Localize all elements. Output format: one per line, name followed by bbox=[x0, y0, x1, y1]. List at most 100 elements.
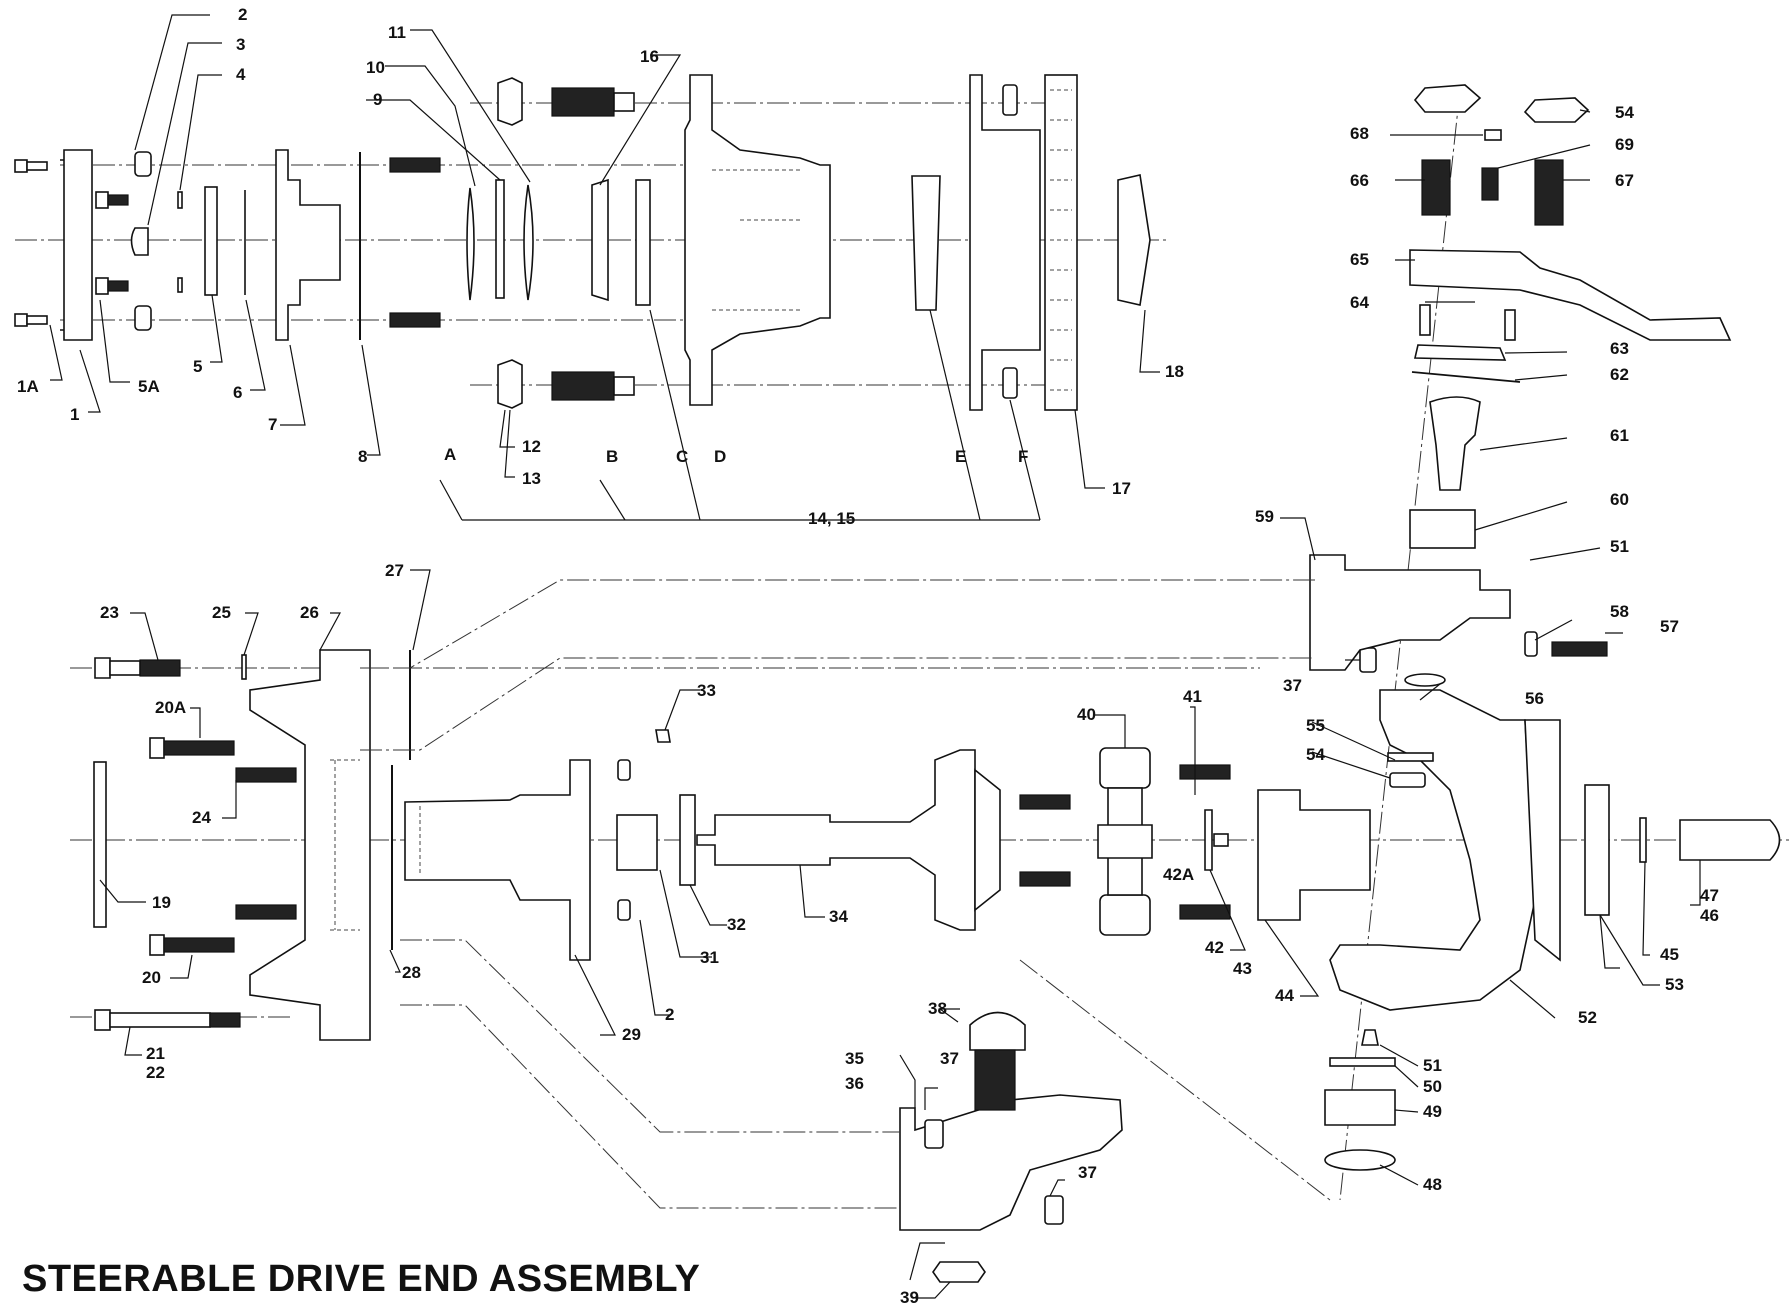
stud-67 bbox=[1534, 159, 1564, 226]
fitting-51 bbox=[1361, 1029, 1379, 1046]
callout-31: 31 bbox=[700, 948, 719, 967]
nut-54-top bbox=[1413, 84, 1482, 113]
nut-f bbox=[1002, 84, 1018, 116]
bearing-cone-c bbox=[635, 179, 651, 306]
o-ring-56 bbox=[1404, 673, 1446, 687]
bolt-5a bbox=[95, 191, 129, 295]
bolt-23 bbox=[94, 657, 111, 679]
washer-10 bbox=[495, 179, 505, 299]
callout-60: 60 bbox=[1610, 490, 1629, 509]
stud-a bbox=[389, 157, 441, 173]
callout-66: 66 bbox=[1350, 171, 1369, 190]
spindle-26 bbox=[249, 649, 371, 1041]
callout-50: 50 bbox=[1423, 1077, 1442, 1096]
callout-33: 33 bbox=[697, 681, 716, 700]
callout-5: 5 bbox=[193, 357, 202, 376]
callout-38: 38 bbox=[928, 999, 947, 1018]
callout-54-upper: 54 bbox=[1615, 103, 1634, 122]
axle-shaft-34 bbox=[696, 749, 976, 931]
sleeve-31 bbox=[616, 814, 658, 871]
callout-8: 8 bbox=[358, 447, 367, 466]
cap-60 bbox=[1409, 509, 1476, 549]
callout-18: 18 bbox=[1165, 362, 1184, 381]
callout-26: 26 bbox=[300, 603, 319, 622]
brake-rotor-17 bbox=[969, 74, 1041, 411]
callout-f: F bbox=[1018, 447, 1028, 466]
callout-46: 46 bbox=[1700, 906, 1719, 925]
callout-11: 11 bbox=[388, 23, 406, 42]
callout-13: 13 bbox=[522, 469, 541, 488]
callout-37-lower: 37 bbox=[940, 1049, 959, 1068]
gasket-62 bbox=[1411, 371, 1521, 383]
callout-6: 6 bbox=[233, 383, 242, 402]
callout-3: 3 bbox=[236, 35, 245, 54]
callout-a: A bbox=[444, 445, 456, 464]
callout-51-lower: 51 bbox=[1423, 1056, 1442, 1075]
callout-41: 41 bbox=[1183, 687, 1202, 706]
callout-32: 32 bbox=[727, 915, 746, 934]
callout-10: 10 bbox=[366, 58, 385, 77]
callout-55: 55 bbox=[1306, 716, 1325, 735]
upper-arm-59 bbox=[1309, 554, 1511, 671]
housing-29 bbox=[404, 759, 591, 961]
plate-5 bbox=[204, 186, 218, 296]
kingpin-61 bbox=[1429, 396, 1481, 491]
callout-51-upper: 51 bbox=[1610, 537, 1629, 556]
callout-7: 7 bbox=[268, 415, 277, 434]
seal-19 bbox=[93, 761, 107, 928]
callout-c: C bbox=[676, 447, 688, 466]
cap-63 bbox=[1413, 344, 1507, 361]
callout-b: B bbox=[606, 447, 618, 466]
callout-16: 16 bbox=[640, 47, 659, 66]
callout-2: 2 bbox=[238, 5, 247, 24]
bolt-38 bbox=[969, 1011, 1026, 1051]
callout-2-lower: 2 bbox=[665, 1005, 674, 1024]
page-title: STEERABLE DRIVE END ASSEMBLY bbox=[22, 1258, 701, 1300]
cap-3 bbox=[130, 227, 149, 256]
callout-4: 4 bbox=[236, 65, 246, 84]
callout-27: 27 bbox=[385, 561, 404, 580]
callout-39: 39 bbox=[900, 1288, 919, 1306]
yoke-44 bbox=[1257, 789, 1371, 921]
leader-lines bbox=[49, 14, 1701, 1299]
callout-52: 52 bbox=[1578, 1008, 1597, 1027]
nut-58 bbox=[1524, 631, 1538, 657]
callout-54-lower: 54 bbox=[1306, 745, 1325, 764]
callout-43: 43 bbox=[1233, 959, 1252, 978]
callout-57: 57 bbox=[1660, 617, 1679, 636]
callout-67: 67 bbox=[1615, 171, 1634, 190]
steering-arm-35 bbox=[899, 1094, 1123, 1231]
stud-66 bbox=[1421, 159, 1451, 216]
drive-flange-7 bbox=[275, 149, 341, 341]
bearing-cup-16 bbox=[591, 178, 609, 302]
callout-labels: 2 3 4 1A 5A 1 5 6 7 8 9 10 11 12 13 A B … bbox=[17, 5, 1719, 1306]
bolt-24 bbox=[235, 767, 297, 783]
callout-17: 17 bbox=[1112, 479, 1131, 498]
nut-2 bbox=[134, 151, 152, 177]
callout-28: 28 bbox=[402, 963, 421, 982]
callout-37-arm: 37 bbox=[1078, 1163, 1097, 1182]
stud-57 bbox=[1551, 641, 1608, 657]
callout-1a: 1A bbox=[17, 377, 39, 396]
callout-42a: 42A bbox=[1163, 865, 1194, 884]
seal-43 bbox=[1204, 809, 1213, 871]
bearing-cone-18 bbox=[1117, 174, 1151, 306]
callout-36: 36 bbox=[845, 1074, 864, 1093]
callout-23: 23 bbox=[100, 603, 119, 622]
stud-20 bbox=[149, 934, 235, 956]
lockwasher-11 bbox=[523, 184, 534, 301]
callout-e: E bbox=[955, 447, 966, 466]
nut-37 bbox=[924, 1119, 944, 1149]
bolt-1a bbox=[14, 159, 48, 327]
seal-53 bbox=[1584, 784, 1610, 916]
callout-20: 20 bbox=[142, 968, 161, 987]
callout-12: 12 bbox=[522, 437, 541, 456]
callout-47: 47 bbox=[1700, 886, 1719, 905]
bolt-41 bbox=[1019, 794, 1071, 810]
bolt-21 bbox=[94, 1009, 111, 1031]
callout-65: 65 bbox=[1350, 250, 1369, 269]
hub-cap-plate-1 bbox=[60, 149, 93, 341]
pin-68 bbox=[1484, 129, 1502, 141]
